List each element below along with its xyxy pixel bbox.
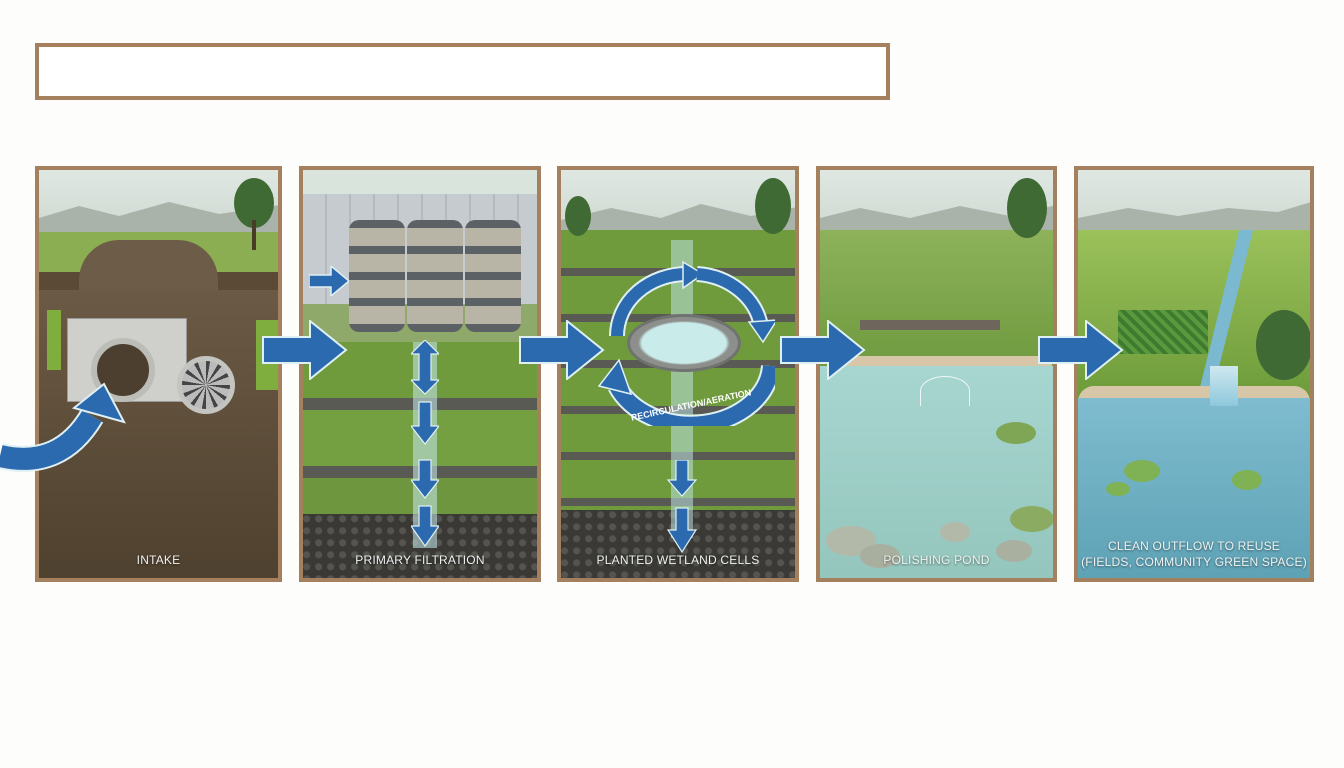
stage-label-clean-outflow-line2: (FIELDS, COMMUNITY GREEN SPACE)	[1081, 555, 1307, 569]
stage-label-planted-wetland-cells: PLANTED WETLAND CELLS	[596, 553, 760, 567]
stage-panel-polishing-pond: POLISHING POND	[816, 166, 1057, 582]
stage-panel-primary-filtration: PRIMARY FILTRATION	[299, 166, 541, 582]
intake-screen	[177, 356, 235, 414]
stage-label-polishing-pond: POLISHING POND	[883, 553, 990, 567]
flow-arrow-icon-1	[262, 320, 348, 380]
stage-panel-planted-wetland-cells: RECIRCULATION/AERATION PLANTED WETLAND C…	[557, 166, 799, 582]
pond-fountain	[920, 376, 970, 406]
inlet-arrow-icon	[309, 266, 349, 296]
aeration-fountain	[627, 314, 741, 372]
title-box	[35, 43, 890, 100]
stage-panel-intake: INTAKE	[35, 166, 282, 582]
flow-arrow-icon-2	[519, 320, 605, 380]
stage-label-primary-filtration: PRIMARY FILTRATION	[355, 553, 485, 567]
recirculation-arrow-icon	[595, 256, 775, 426]
vertical-flow-arrow-icon	[411, 340, 439, 550]
stage-panel-clean-outflow: CLEAN OUTFLOW TO REUSE (FIELDS, COMMUNIT…	[1074, 166, 1314, 582]
stage-label-clean-outflow: CLEAN OUTFLOW TO REUSE (FIELDS, COMMUNIT…	[1078, 538, 1310, 570]
stage-label-intake: INTAKE	[136, 553, 181, 567]
flow-arrow-icon-4	[1038, 320, 1124, 380]
outflow-down-arrow-icon	[667, 460, 697, 556]
filter-tank-3	[465, 220, 521, 332]
filter-tank-1	[349, 220, 405, 332]
filter-tank-2	[407, 220, 463, 332]
flow-arrow-icon-3	[780, 320, 866, 380]
stage-label-clean-outflow-line1: CLEAN OUTFLOW TO REUSE	[1108, 539, 1280, 553]
curved-inflow-arrow-icon	[0, 380, 130, 480]
